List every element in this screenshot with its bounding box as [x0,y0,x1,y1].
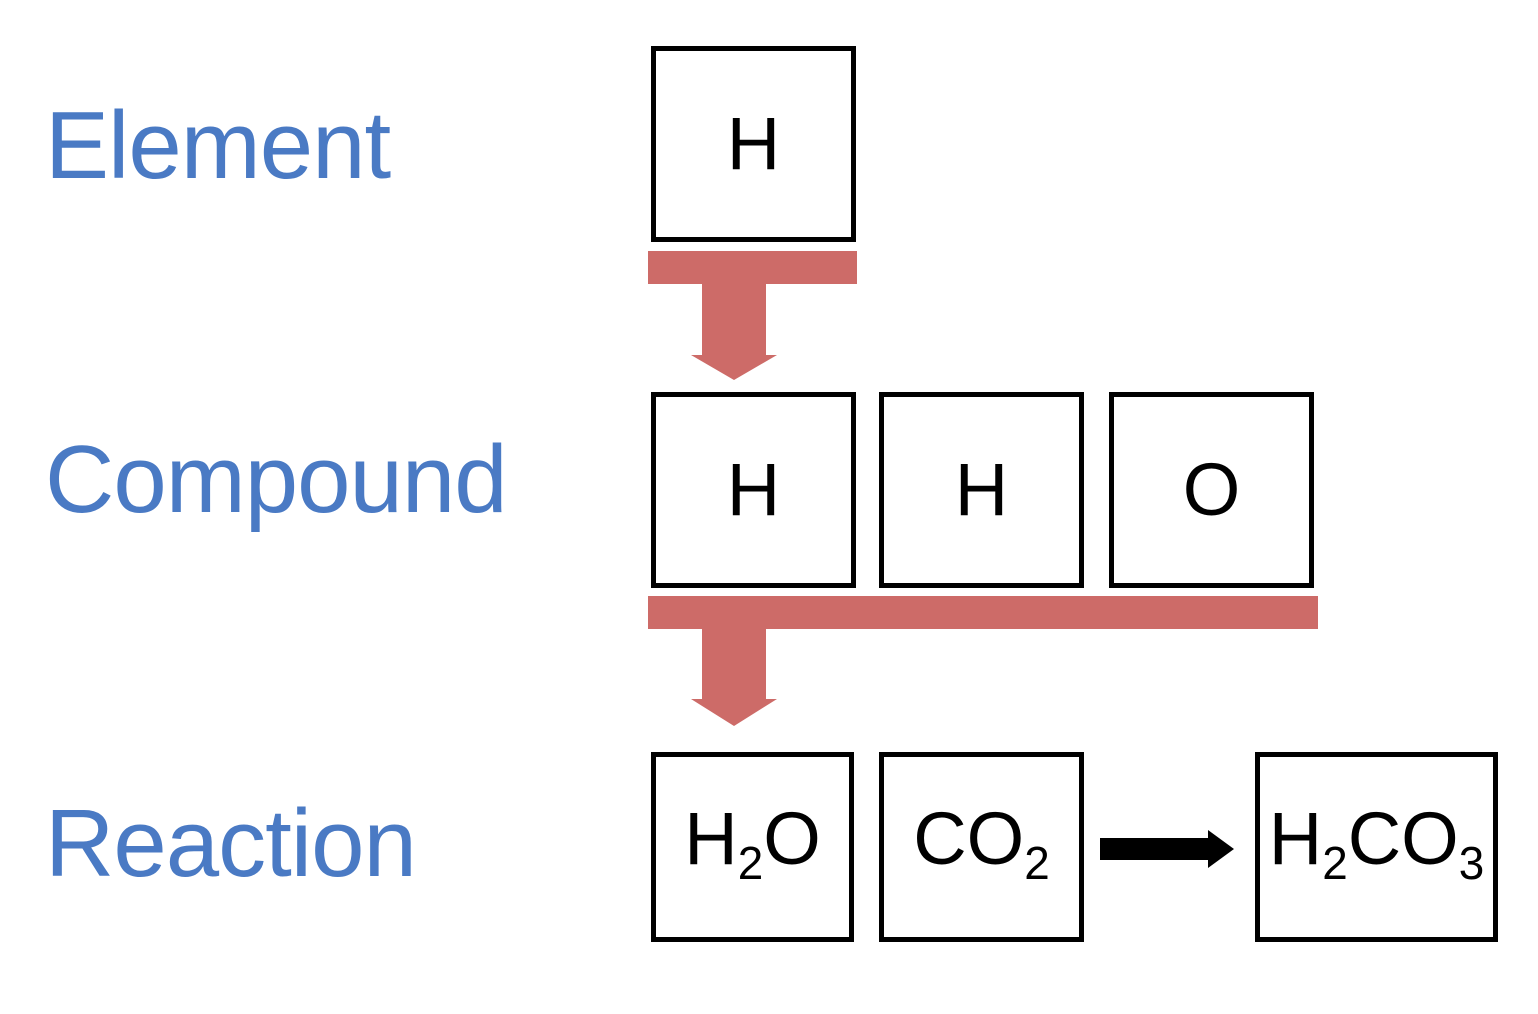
reaction-box-water-label: H2O [684,802,821,886]
reaction-box-carbonic-acid-label: H2CO3 [1269,802,1484,886]
row-label-compound: Compound [45,426,508,533]
compound-box-hydrogen-1: H [651,392,856,588]
element-box-hydrogen: H [651,46,856,242]
reaction-box-water: H2O [651,752,854,942]
co2-sub1: 2 [1024,836,1050,889]
row-label-reaction: Reaction [45,790,417,897]
down-arrow-icon-compound-to-reaction [648,596,1318,726]
water-part2: O [763,797,821,880]
h2co3-sub2: 3 [1458,836,1485,889]
h2co3-sub1: 2 [1322,836,1348,889]
co2-part1: CO [913,797,1025,880]
reaction-box-carbonic-acid: H2CO3 [1255,752,1498,942]
compound-box-oxygen-label: O [1182,448,1241,531]
down-arrow-icon-element-to-compound [648,251,857,380]
h2co3-part1: H [1268,797,1323,880]
compound-box-hydrogen-1-label: H [726,448,781,531]
row-label-element: Element [45,92,391,199]
compound-box-hydrogen-2-label: H [954,448,1009,531]
reaction-box-carbon-dioxide-label: CO2 [913,802,1050,886]
element-box-hydrogen-label: H [726,102,781,185]
water-sub1: 2 [737,836,764,889]
water-part1: H [684,797,738,880]
h2co3-part2: CO [1347,797,1459,880]
reaction-box-carbon-dioxide: CO2 [879,752,1084,942]
compound-box-hydrogen-2: H [879,392,1084,588]
compound-box-oxygen: O [1109,392,1314,588]
right-arrow-icon-yields [1100,830,1234,868]
